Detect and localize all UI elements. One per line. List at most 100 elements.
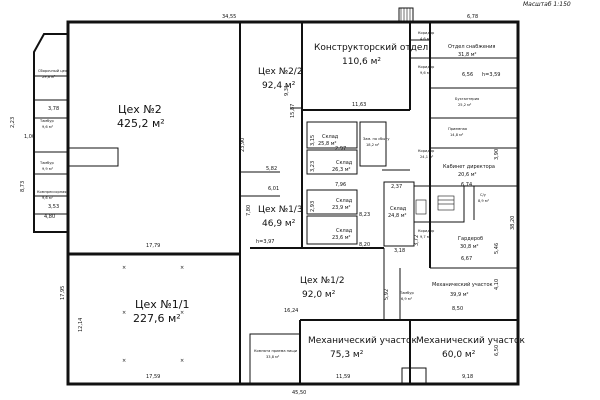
room-tseh12-area: 92,0 м² <box>302 290 336 300</box>
dim-11-63: 11,63 <box>352 102 366 108</box>
room-mech2-name: Механический участок <box>416 336 526 346</box>
dim-2-97: 2,97 <box>335 146 346 152</box>
dim-9-31: 9,31 <box>284 85 290 96</box>
room-buh-name: Бухгалтерия <box>455 97 479 101</box>
svg-text:×: × <box>180 358 184 364</box>
room-tambur2-area: 9,9 м² <box>42 167 54 171</box>
room-priemnaya-name: Приемная <box>448 127 467 131</box>
room-sklad2-name: Склад <box>336 160 353 166</box>
room-konstr-area: 110,6 м² <box>342 57 381 67</box>
room-mech3-area: 39,9 м² <box>450 292 469 298</box>
room-komnata-name: Комната приема пищи <box>254 349 298 353</box>
dim-top-total: 34,55 <box>222 14 236 20</box>
room-sanuzel-area: 8,9 м² <box>478 199 490 203</box>
dim-17-59: 17,59 <box>146 374 160 380</box>
room-konstr-name: Конструкторский отдел <box>314 43 428 53</box>
room-tseh13-name: Цех №1/3 <box>258 205 303 215</box>
svg-text:×: × <box>122 265 126 271</box>
bottom-entrance <box>401 367 427 385</box>
room-priemnaya-area: 14,8 м² <box>450 133 464 137</box>
room-garderob-name: Гардероб <box>458 236 483 242</box>
room-tambur1-name: Тамбур <box>39 119 54 123</box>
dim-5-82: 5,82 <box>266 166 277 172</box>
dim-2-23: 2,23 <box>10 117 16 128</box>
dim-4-10: 4,10 <box>494 279 500 290</box>
svg-text:×: × <box>122 358 126 364</box>
dim-8-23: 8,23 <box>359 212 370 218</box>
room-koridor2-name: Коридор <box>418 65 435 69</box>
left-annex-wall <box>33 33 68 233</box>
room-snab-area: 31,8 м² <box>458 52 477 58</box>
dim-3-18: 3,18 <box>394 248 405 254</box>
room-tseh2-area: 425,2 м² <box>117 117 165 130</box>
dim-5-92: 5,92 <box>384 289 390 300</box>
room-sklad3-name: Склад <box>336 198 353 204</box>
dim-5-46: 5,46 <box>494 243 500 254</box>
room-buh-area: 25,2 м² <box>458 103 472 107</box>
dim-h-3-97: h=3,97 <box>256 239 275 245</box>
room-tseh11-name: Цех №1/1 <box>135 298 189 311</box>
room-tambur1-area: 9,6 м² <box>42 125 54 129</box>
dim-3-78: 3,78 <box>48 106 59 112</box>
dim-8-20: 8,20 <box>359 242 370 248</box>
room-koridor1-name: Коридор <box>418 31 435 35</box>
dim-11-59: 11,59 <box>336 374 350 380</box>
room-tseh13-area: 46,9 м² <box>262 219 296 229</box>
room-tambur2-name: Тамбур <box>39 161 54 165</box>
room-tambur3-area: 6,9 м² <box>401 297 413 301</box>
dim-6-56: 6,56 <box>462 72 473 78</box>
dim-3-53: 3,53 <box>48 204 59 210</box>
room-sklad3-area: 23,9 м² <box>332 205 351 211</box>
dim-right-total: 38,20 <box>510 216 516 230</box>
room-mech1-name: Механический участок <box>308 336 418 346</box>
room-tseh22-name: Цех №2/2 <box>258 67 303 77</box>
room-tseh22-area: 92,4 м² <box>262 81 296 91</box>
dim-8-73: 8,73 <box>20 181 26 192</box>
dim-16-24: 16,24 <box>284 308 298 314</box>
room-director-area: 20,6 м² <box>458 172 477 178</box>
dim-6-78: 6,78 <box>467 14 478 20</box>
room-zam-name: Зам. по сбыту <box>363 137 390 141</box>
room-sanuzel-name: С/у <box>480 193 487 197</box>
room-sklad5-area: 24,8 м² <box>388 213 407 219</box>
room-mech2-area: 60,0 м² <box>442 350 476 360</box>
room-sklad1-name: Склад <box>322 134 339 140</box>
dim-6-50: 6,50 <box>494 345 500 356</box>
dim-3-90: 3,90 <box>494 149 500 160</box>
dim-2-93: 2,93 <box>310 201 316 212</box>
dim-bottom-total: 45,50 <box>292 390 306 396</box>
room-director-name: Кабинет директора <box>443 164 495 170</box>
room-mech1-area: 75,3 м² <box>330 350 364 360</box>
dim-9-18: 9,18 <box>462 374 473 380</box>
dim-7-96: 7,96 <box>335 182 346 188</box>
dim-12-14: 12,14 <box>78 318 84 332</box>
room-snab-name: Отдел снабжения <box>448 44 495 50</box>
room-koridor2-area: 9,6 м² <box>420 71 432 75</box>
entrance-stair <box>398 7 414 23</box>
room-sborochny-name: Сборочный цех <box>38 69 68 73</box>
dim-6-74: 6,74 <box>461 182 472 188</box>
room-sklad5-name: Склад <box>390 206 407 212</box>
room-garderob-area: 30,8 м² <box>460 244 479 250</box>
room-koridor4-name: Коридор <box>418 229 435 233</box>
dim-3-23: 3,23 <box>310 161 316 172</box>
dim-1-00: 1,00 <box>24 134 35 140</box>
room-tambur3-name: Тамбур <box>399 291 414 295</box>
room-compressor-name: Компрессорная <box>37 190 66 194</box>
room-sklad2-area: 26,3 м² <box>332 167 351 173</box>
room-sklad4-name: Склад <box>336 228 353 234</box>
dim-6-67: 6,67 <box>461 256 472 262</box>
room-tseh12-name: Цех №1/2 <box>300 276 345 286</box>
room-komnata-area: 33,8 м² <box>266 355 280 359</box>
room-tseh2-name: Цех №2 <box>118 103 162 116</box>
dim-7-80: 7,80 <box>246 205 252 216</box>
svg-text:×: × <box>180 265 184 271</box>
room-koridor1-area: 4,6 м² <box>420 37 432 41</box>
room-sklad1-area: 25,8 м² <box>318 141 337 147</box>
dim-8-50: 8,50 <box>452 306 463 312</box>
dim-3-15: 3,15 <box>310 135 316 146</box>
dim-4-80: 4,80 <box>44 214 55 220</box>
room-sklad4-area: 23,6 м² <box>332 235 351 241</box>
room-tseh11-area: 227,6 м² <box>133 312 181 325</box>
